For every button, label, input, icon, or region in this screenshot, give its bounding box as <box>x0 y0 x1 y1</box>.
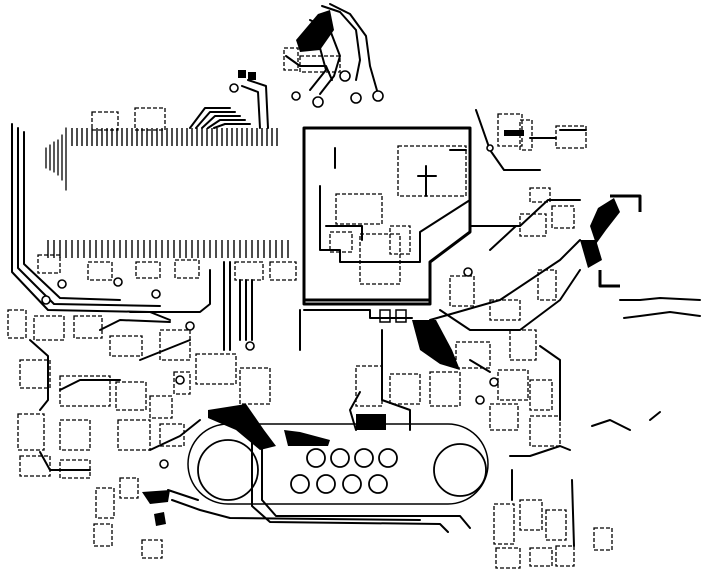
far-right-fragments <box>591 297 701 431</box>
center-left-components <box>173 341 330 450</box>
battery-connector <box>187 423 489 505</box>
mount-hole-right <box>433 443 487 497</box>
left-component-cluster <box>7 277 201 479</box>
shield-frame <box>302 126 472 306</box>
top-connector-cluster <box>283 3 384 108</box>
fanout-traces-top <box>189 70 269 129</box>
ic-upper-left <box>37 107 297 281</box>
center-right-components <box>299 309 461 431</box>
right-component-cluster <box>429 187 642 447</box>
left-bus-traces <box>11 123 253 351</box>
ic-top-pin-row <box>71 128 278 146</box>
bottom-right-parts <box>493 445 613 569</box>
mount-hole-left <box>197 439 259 501</box>
connector-pin-row-bottom <box>290 474 388 494</box>
lower-bus-traces <box>167 419 471 533</box>
top-right-parts <box>475 109 587 171</box>
connector-pin-row-top <box>306 448 398 468</box>
bottom-left-parts <box>93 459 170 559</box>
ic-bottom-pin-row <box>47 240 289 258</box>
